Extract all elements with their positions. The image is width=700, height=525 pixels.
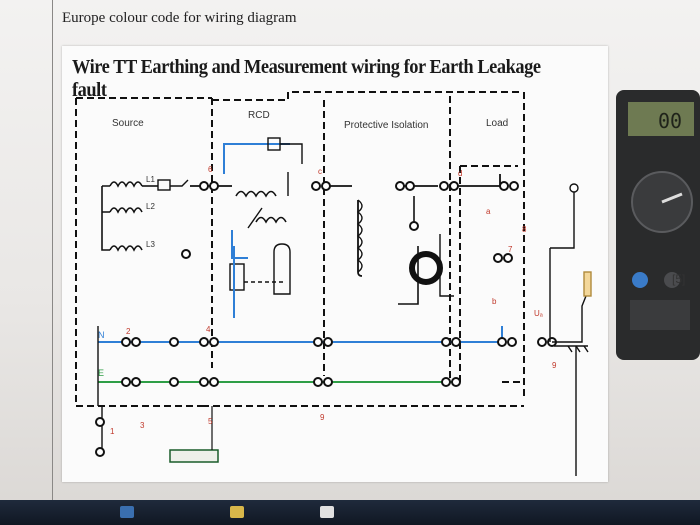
terminal-label-d: d <box>458 169 462 178</box>
phase-label-l2: L2 <box>146 202 155 211</box>
winding-l3 <box>109 245 143 252</box>
terminal-number-labels: 1 2 3 4 5 6 7 8 9 9 a b c d <box>110 165 557 436</box>
probe-resistor-icon <box>583 271 592 297</box>
terminal-label-a: a <box>486 207 491 216</box>
page-heading: Europe colour code for wiring diagram <box>62 10 297 26</box>
multimeter: 00 <box>616 90 700 360</box>
folder-icon[interactable] <box>230 506 244 518</box>
section-label-load: Load <box>486 118 508 129</box>
neutral-conductor <box>98 326 503 343</box>
terminal-label-2: 2 <box>126 327 131 336</box>
terminal-label-c: c <box>318 167 322 176</box>
terminal-label-5: 5 <box>208 417 213 426</box>
earth-label: E <box>98 368 104 378</box>
section-frames <box>75 91 525 407</box>
isolation-winding <box>356 199 363 273</box>
wiring-diagram-figure: Wire TT Earthing and Measurement wiring … <box>62 46 608 482</box>
terminal-label-b: b <box>492 297 497 306</box>
load-ring-icon <box>409 251 443 285</box>
source-windings <box>101 181 158 252</box>
source-fuse-icon <box>157 179 171 191</box>
terminal-label-8: 8 <box>522 225 527 234</box>
section-label-source: Source <box>112 118 144 129</box>
terminal-label-1: 1 <box>110 427 115 436</box>
terminal-label-9: 9 <box>552 361 557 370</box>
screenshot-area: Europe colour code for wiring diagram Wi… <box>0 0 700 500</box>
page-margin-rule <box>52 0 53 500</box>
section-label-rcd: RCD <box>248 110 270 121</box>
earth-electrode-icon <box>169 449 219 463</box>
terminal-label-3: 3 <box>140 421 145 430</box>
section-label-isolation: Protective Isolation <box>344 120 429 131</box>
multimeter-port-icon <box>632 272 648 288</box>
terminal-label-4: 4 <box>206 325 211 334</box>
taskbar-app-icon[interactable] <box>320 506 334 518</box>
question-marks: [5] <box>672 272 686 286</box>
taskbar <box>0 500 700 525</box>
measurement-probe <box>549 183 592 476</box>
rcd-test-button-icon <box>229 263 245 291</box>
neutral-label: N <box>98 330 105 340</box>
rcd-internals <box>223 137 303 318</box>
terminals <box>95 181 557 457</box>
rcd-toroid-icon <box>273 243 291 295</box>
winding-l1 <box>109 181 143 188</box>
terminal-label-7: 7 <box>508 245 513 254</box>
ub-label: Uₐ <box>534 309 544 318</box>
taskbar-app-icon[interactable] <box>120 506 134 518</box>
multimeter-reading: 00 <box>658 109 682 133</box>
phase-label-l3: L3 <box>146 240 155 249</box>
multimeter-display <box>628 102 694 136</box>
diagram-title: Wire TT Earthing and Measurement wiring … <box>72 56 541 101</box>
terminal-label-9b: 9 <box>320 413 325 422</box>
terminal-label-6: 6 <box>208 165 213 174</box>
phase-label-l1: L1 <box>146 175 155 184</box>
winding-l2 <box>109 207 143 214</box>
wiring-diagram: Source RCD Protective Isolation Load L1 … <box>75 91 592 476</box>
